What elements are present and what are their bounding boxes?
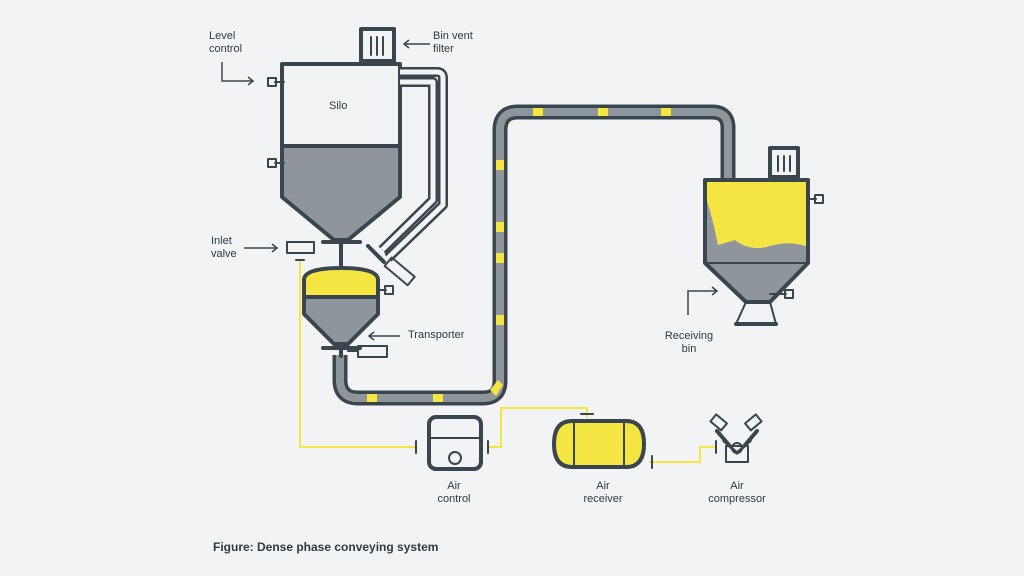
bin-vent-filter-label-line1: Bin vent: [433, 30, 473, 42]
inlet-valve-label: Inlet valve: [211, 235, 237, 261]
air-compressor-label-line1: Air: [730, 480, 744, 492]
silo: [267, 62, 402, 244]
bin-vent-filter: [359, 27, 396, 64]
silo-label: Silo: [329, 100, 348, 112]
air-compressor-label: Air compressor: [692, 480, 782, 506]
air-receiver-label-line2: receiver: [583, 493, 623, 505]
bin-vent-filter-label: Bin vent filter: [433, 30, 473, 56]
air-control-label-line1: Air: [447, 480, 461, 492]
transporter-level-sensor: [377, 285, 394, 295]
inlet-valve: [286, 240, 343, 270]
transporter-label: Transporter: [408, 329, 465, 341]
level-control-label-line1: Level: [209, 30, 236, 42]
receiving-bin-label: Receiving bin: [644, 330, 734, 356]
air-control-label-line2: control: [437, 493, 471, 505]
vent-return-pipe: [366, 67, 448, 287]
air-control-label: Air control: [409, 480, 499, 506]
air-receiver-label: Air receiver: [558, 480, 648, 506]
receiving-bin-sensor-upper: [807, 194, 824, 204]
vent-valve: [366, 244, 416, 287]
figure-caption: Figure: Dense phase conveying system: [213, 540, 439, 554]
level-control-sensor-upper: [267, 77, 285, 87]
receiving-bin: [703, 146, 824, 326]
air-receiver-label-line1: Air: [596, 480, 610, 492]
air-control-unit: [427, 415, 483, 471]
transporter-discharge-valve: [347, 345, 388, 358]
air-supply-line: [295, 259, 717, 469]
level-control-sensor-lower: [267, 158, 285, 168]
material-plugs: [367, 108, 671, 402]
receiving-bin-sensor-lower: [769, 289, 794, 299]
air-compressor: [709, 413, 763, 463]
level-control-label: Level control: [209, 30, 242, 56]
receiving-bin-label-line1: Receiving: [664, 330, 714, 342]
receiving-bin-label-line2: bin: [681, 343, 697, 355]
inlet-valve-label-line1: Inlet: [211, 235, 232, 247]
transporter: [302, 266, 394, 358]
bin-vent-filter-label-line2: filter: [433, 43, 454, 55]
receiving-bin-vent-filter: [768, 146, 800, 179]
conveying-pipeline: [332, 104, 736, 406]
air-compressor-label-line2: compressor: [708, 493, 766, 505]
inlet-valve-label-line2: valve: [211, 248, 237, 260]
label-arrows: [221, 39, 719, 341]
level-control-label-line2: control: [209, 43, 243, 55]
air-receiver-tank: [551, 419, 647, 469]
